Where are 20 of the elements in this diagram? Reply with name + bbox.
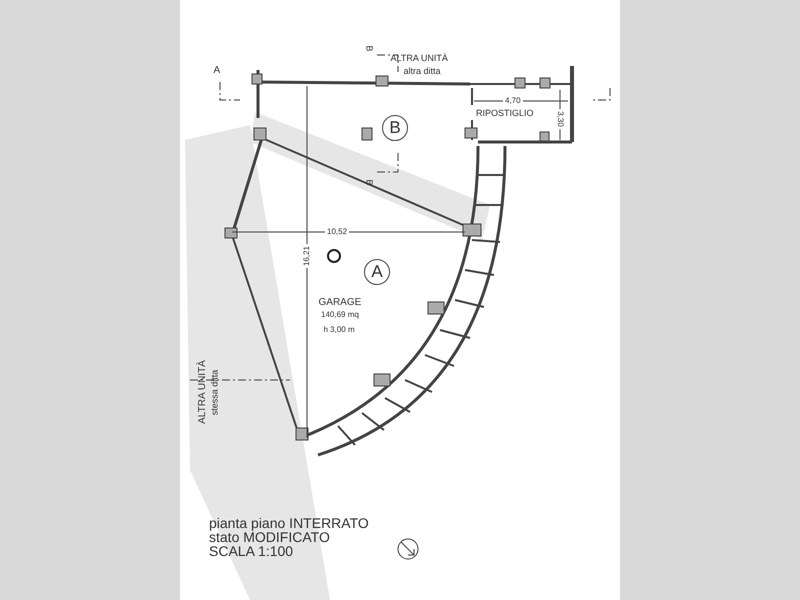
neighbour-label: altra ditta — [404, 66, 441, 76]
room-marker: A — [364, 259, 390, 285]
plan-title: pianta piano INTERRATO — [209, 516, 369, 530]
plan-title: stato MODIFICATO — [209, 530, 330, 544]
area-value: 140,69 mq — [321, 311, 359, 319]
room-label: GARAGE — [318, 298, 362, 308]
room-marker: B — [382, 115, 408, 141]
neighbour-label: stessa ditta — [210, 369, 220, 415]
plan-title: SCALA 1:100 — [209, 544, 294, 558]
height-value: h 3,00 m — [324, 326, 355, 334]
neighbour-label: ALTRA UNITÀ — [198, 360, 208, 424]
section-mark: B — [364, 45, 374, 51]
dimension-value: 4,70 — [503, 97, 523, 105]
section-mark: B — [364, 179, 374, 185]
neighbour-label: ALTRA UNITÀ — [390, 54, 448, 62]
dimension-value: 10,52 — [325, 228, 350, 236]
dimension-value: 16,21 — [303, 244, 312, 268]
room-label: RIPOSTIGLIO — [476, 108, 534, 118]
dimension-value: 3,30 — [556, 109, 564, 129]
section-mark: A — [214, 66, 220, 76]
